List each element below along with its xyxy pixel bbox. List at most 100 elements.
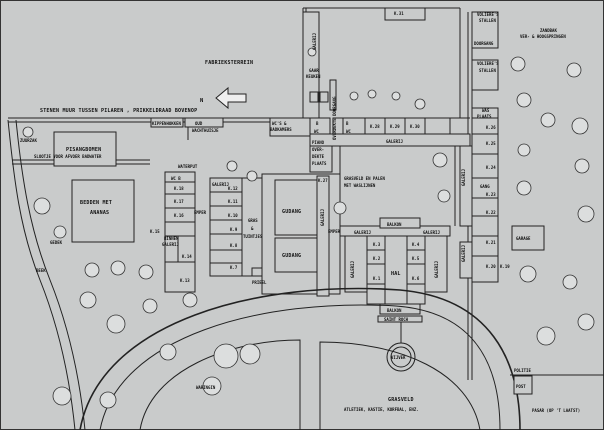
label-gudang-2: GUDANG <box>282 253 301 259</box>
label-slootje: SLOOTJE VOOR AFVOER BADWATER <box>34 154 102 159</box>
label-prieel: PRIEEL <box>252 280 267 285</box>
label-overdekte-doorgang: OVERDEKTE DOORGANG <box>332 96 337 140</box>
tree-icon <box>84 262 100 278</box>
label-galerij-top: GALERIJ <box>312 33 317 50</box>
label-k10: K.10 <box>228 213 238 218</box>
tree-icon <box>110 260 126 276</box>
label-pasar: PASAR (OP 'T LAATST) <box>532 408 580 413</box>
label-k5: K.5 <box>412 256 420 261</box>
label-stallen-2: STALLEN <box>479 68 496 73</box>
tree-icon <box>159 343 177 361</box>
label-k9: K.9 <box>230 227 238 232</box>
label-zuurzak: ZUURZAK <box>20 138 37 143</box>
label-zandbak: ZANDBAK <box>540 28 557 33</box>
label-waterput: WATERPUT <box>178 164 198 169</box>
label-k31: K.31 <box>394 11 404 16</box>
tree-icon <box>22 126 34 138</box>
label-bedden-met: BEDDEN MET <box>80 200 112 206</box>
tree-icon <box>414 98 426 110</box>
tree-icon <box>213 343 239 369</box>
label-k16: K.16 <box>174 213 184 218</box>
label-north: N <box>200 98 203 104</box>
label-galerij-row: GALERIJ <box>386 139 403 144</box>
label-k25: K.25 <box>486 141 496 146</box>
tree-icon <box>99 391 117 409</box>
label-wc-right: WC <box>346 129 351 134</box>
north-arrow-icon <box>215 86 247 110</box>
label-k3: K.3 <box>373 242 381 247</box>
label-k12: K.12 <box>228 186 238 191</box>
label-ver-hoogspringen: VER- & HOOGSPRINGEN <box>520 34 566 39</box>
label-k26: K.26 <box>486 125 496 130</box>
label-galerij-hal-side-l: GALERIJ <box>350 261 355 278</box>
label-waslijnen: MET WASLIJNEN <box>344 183 376 188</box>
label-k7: K.7 <box>230 265 238 270</box>
tree-icon <box>437 189 451 203</box>
tree-icon <box>349 91 359 101</box>
label-k30: K.30 <box>410 124 420 129</box>
creek-bank-left <box>7 119 76 430</box>
tree-icon <box>517 143 531 157</box>
tree-icon <box>540 112 556 128</box>
label-galerij-hal-side-r: GALERIJ <box>434 261 439 278</box>
tree-icon <box>53 225 67 239</box>
tree-icon <box>202 376 222 396</box>
tree-icon <box>510 56 526 72</box>
label-gaar: GAAR <box>309 68 319 73</box>
label-b-top: B <box>316 121 319 126</box>
label-grasveld: GRASVELD <box>388 397 414 403</box>
label-b-right: B <box>346 121 349 126</box>
label-wachthuisje: WACHTHUISJE <box>192 128 219 133</box>
label-atletiek: ATLETIEK, KASTIE, KORFBAL, ENZ. <box>344 407 419 412</box>
tree-icon <box>226 160 238 172</box>
label-ananas: ANANAS <box>90 210 109 216</box>
tree-icon <box>391 91 401 101</box>
label-grasveld-palen: GRASVELD EN PALEN <box>344 176 386 181</box>
right-room-column <box>459 11 545 283</box>
label-plaats: PLAATS <box>312 161 327 166</box>
label-galerij-right-2: GALERIJ <box>461 245 466 262</box>
label-gang: GANG <box>480 184 490 189</box>
tree-icon <box>577 313 595 331</box>
pisangbomen-bed <box>53 131 117 167</box>
label-k22: K.22 <box>486 210 496 215</box>
ananas-beds <box>71 179 135 243</box>
label-k17: K.17 <box>174 199 184 204</box>
left-room-block <box>164 171 196 293</box>
label-emper-mid: EMPER <box>328 229 341 234</box>
label-beek: BEEK <box>36 268 46 273</box>
label-badkamers: BADKAMERS <box>270 127 292 132</box>
label-galerij-gudang: GALERIJ <box>320 209 325 226</box>
tree-icon <box>239 343 261 365</box>
label-over: OVER- <box>312 147 324 152</box>
tree-icon <box>562 274 578 290</box>
top-room-row <box>309 7 471 147</box>
label-was: WAS <box>482 108 490 113</box>
label-galerij-mid: GALERIJ <box>212 182 229 187</box>
label-vijver: VIJVER <box>391 355 406 360</box>
label-k20: K.20 <box>486 264 496 269</box>
label-post: POST <box>516 384 526 389</box>
tree-icon <box>33 197 51 215</box>
label-gras-amp: & <box>251 226 254 231</box>
trees <box>22 47 595 409</box>
label-keuken: KEUKEN <box>306 74 321 79</box>
tree-icon <box>52 386 72 406</box>
label-tuintjes: TUINTJES <box>243 234 263 239</box>
kippenhokken-block <box>150 117 224 140</box>
label-k27: K.27 <box>318 178 328 183</box>
label-k6: K.6 <box>412 276 420 281</box>
label-doorgang: DOORGANG <box>474 41 494 46</box>
label-galerij-hal-l: GALERIJ <box>354 230 371 235</box>
label-wc-b: WC B <box>171 176 181 181</box>
label-waringin: WARINGIN <box>196 385 216 390</box>
middle-room-block <box>209 177 267 277</box>
tree-icon <box>516 92 532 108</box>
tree-icon <box>577 205 595 223</box>
gudang-block <box>261 173 341 297</box>
label-voliere-2: VOLIERE'S <box>477 61 499 66</box>
label-kippenhokken: KIPPENHOKKEN <box>152 121 181 126</box>
label-garage: GARAGE <box>516 236 531 241</box>
label-k18: K.18 <box>174 186 184 191</box>
label-gedek: GEDEK <box>50 240 63 245</box>
